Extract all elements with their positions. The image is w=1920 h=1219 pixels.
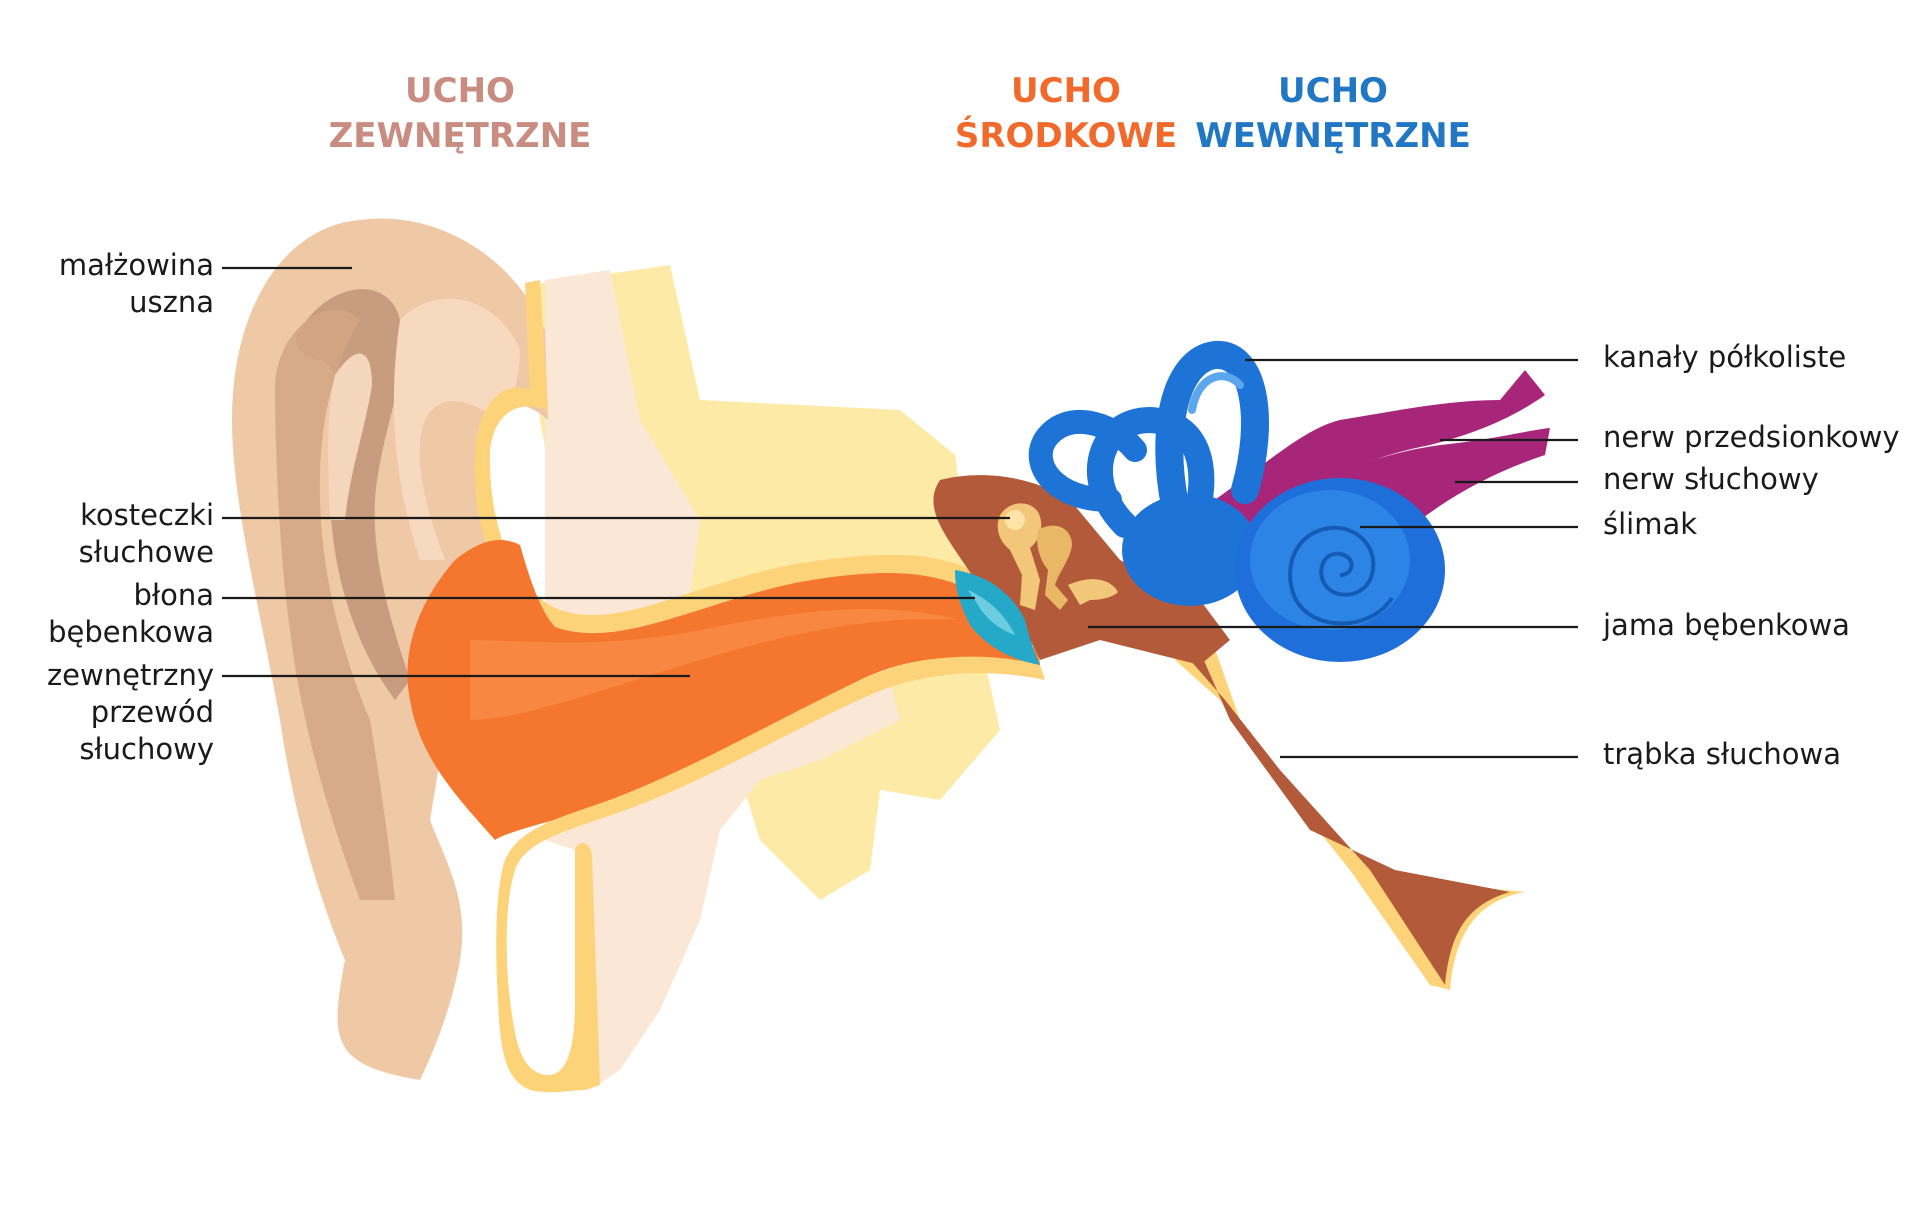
vestibule	[1122, 494, 1258, 606]
label-przewod-line3: słuchowy	[79, 732, 214, 766]
inner-ear-title: UCHO	[1278, 71, 1388, 111]
label-malzowina: małżowina	[59, 248, 214, 282]
label-nerw-sluchowy: nerw słuchowy	[1603, 462, 1819, 496]
eustachian-tube	[1175, 635, 1525, 990]
label-kosteczki-line2: słuchowe	[79, 535, 214, 569]
label-kanaly: kanały półkoliste	[1603, 340, 1846, 374]
canal-highlight	[470, 609, 960, 720]
ossicles	[997, 503, 1118, 610]
label-trabka: trąbka słuchowa	[1603, 737, 1841, 771]
label-nerw-przedsionkowy: nerw przedsionkowy	[1603, 420, 1900, 454]
middle-ear-title-line2: ŚRODKOWE	[955, 115, 1177, 156]
semicircular-canals	[1028, 341, 1269, 538]
pinna-highlight	[393, 298, 520, 560]
semicircular-highlight	[1188, 372, 1244, 414]
outer-ear-title: UCHO	[405, 71, 515, 111]
pinna-antihelix	[327, 353, 372, 520]
label-blona: błona	[133, 578, 214, 612]
label-kosteczki: kosteczki	[80, 498, 214, 532]
pinna-concha-shadow	[274, 309, 395, 900]
middle-ear-title: UCHO	[1011, 71, 1121, 111]
label-przewod: zewnętrzny	[47, 658, 214, 692]
label-blona-line2: bębenkowa	[48, 615, 214, 649]
eustachian-tube-lumen	[1190, 640, 1510, 985]
label-malzowina-line2: uszna	[129, 285, 214, 319]
inner-ear-title-line2: WEWNĘTRZNE	[1195, 116, 1471, 156]
cochlea-spiral	[1288, 525, 1394, 626]
label-przewod-line2: przewód	[91, 695, 214, 729]
tympanic-membrane-shade	[968, 590, 1015, 635]
label-jama: jama bębenkowa	[1602, 608, 1850, 642]
cochlea-shade	[1250, 490, 1410, 630]
outer-ear-title-line2: ZEWNĘTRZNE	[329, 116, 592, 156]
label-slimak: ślimak	[1603, 507, 1697, 541]
